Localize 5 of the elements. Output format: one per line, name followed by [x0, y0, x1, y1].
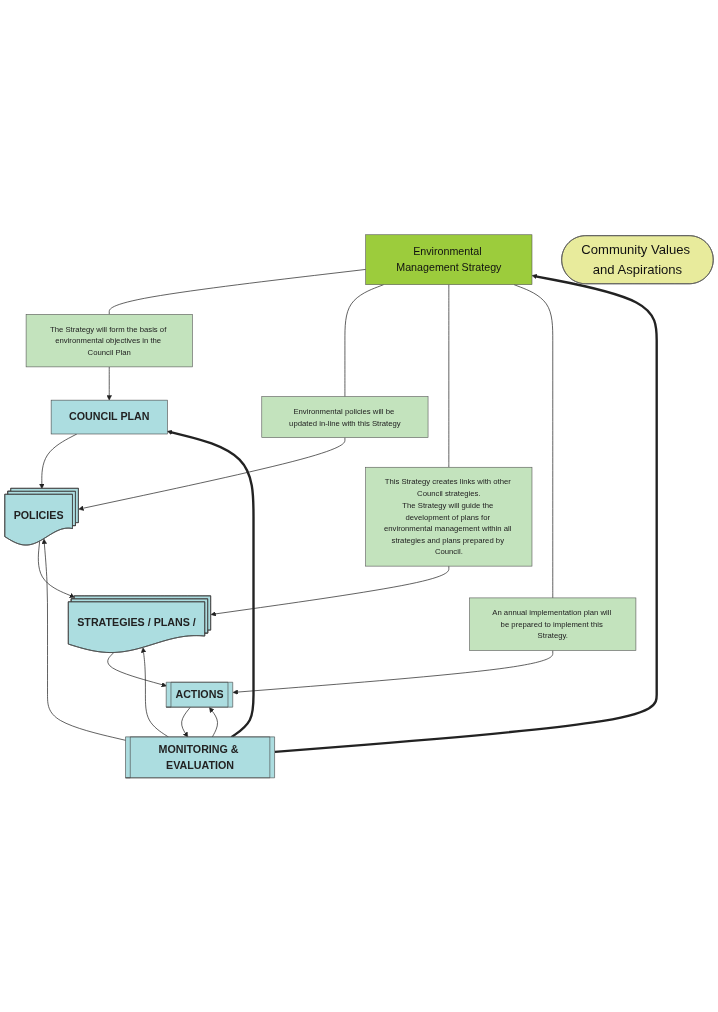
connector [108, 268, 367, 315]
node-box: COUNCIL PLAN [50, 399, 168, 434]
arrow [274, 273, 658, 753]
node-box: Environmental Management Strategy [365, 234, 533, 285]
connector [513, 284, 554, 598]
